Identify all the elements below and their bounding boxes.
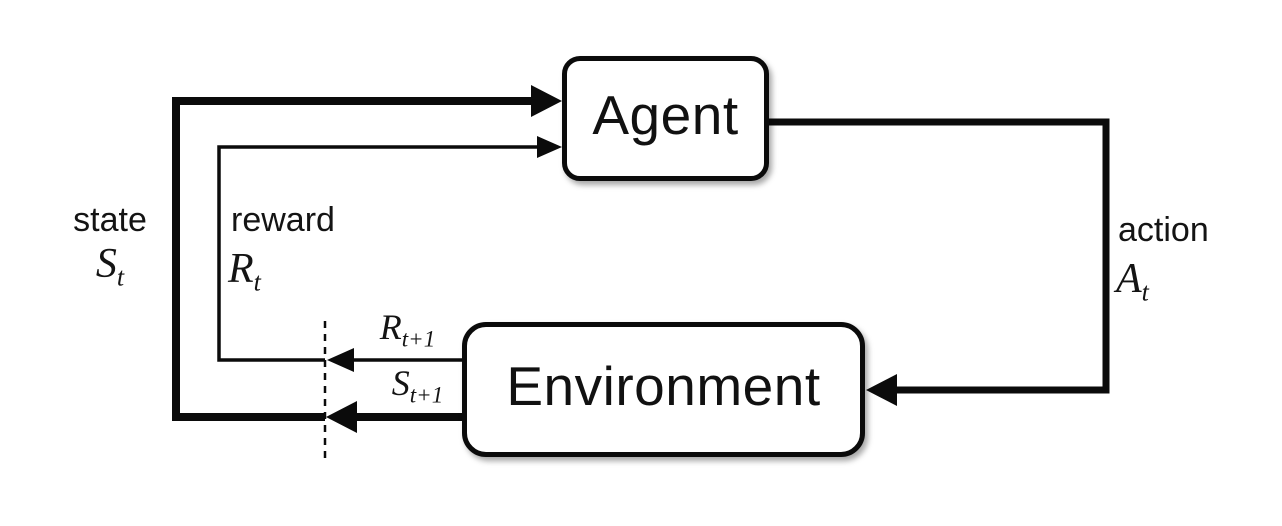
action-symbol: At [1116, 256, 1149, 305]
next-state-arrowhead [326, 401, 357, 433]
environment-box: Environment [462, 322, 865, 457]
reward-symbol-letter: R [228, 246, 254, 292]
action-symbol-letter: A [1116, 256, 1142, 302]
state-arrow-line [172, 97, 534, 421]
next-reward-arrowhead [327, 348, 354, 372]
state-word: state [73, 201, 147, 239]
next-reward-symbol: Rt+1 [350, 307, 465, 350]
action-arrow-line [768, 118, 1110, 394]
next-reward-symbol-subscript: t+1 [401, 326, 436, 352]
reward-word: reward [231, 201, 335, 239]
state-symbol: St [40, 241, 180, 290]
next-state-symbol: St+1 [360, 363, 475, 406]
reward-symbol-subscript: t [253, 267, 261, 297]
reward-arrow-line [217, 145, 540, 362]
state-symbol-letter: S [95, 241, 117, 287]
state-label: state [40, 201, 180, 239]
environment-box-label: Environment [506, 355, 821, 417]
action-word: action [1118, 211, 1209, 249]
reward-label: reward [231, 201, 335, 239]
action-symbol-subscript: t [1141, 277, 1149, 307]
next-state-symbol-subscript: t+1 [409, 382, 444, 408]
next-state-symbol-letter: S [391, 363, 410, 403]
next-reward-symbol-letter: R [379, 307, 402, 347]
reward-symbol: Rt [228, 246, 261, 295]
agent-box-label: Agent [592, 84, 739, 146]
state-symbol-subscript: t [116, 262, 125, 292]
agent-box: Agent [562, 56, 769, 181]
reward-arrowhead [537, 136, 562, 158]
state-arrowhead [531, 85, 562, 117]
action-arrowhead [866, 374, 897, 406]
action-label: action [1118, 211, 1209, 249]
